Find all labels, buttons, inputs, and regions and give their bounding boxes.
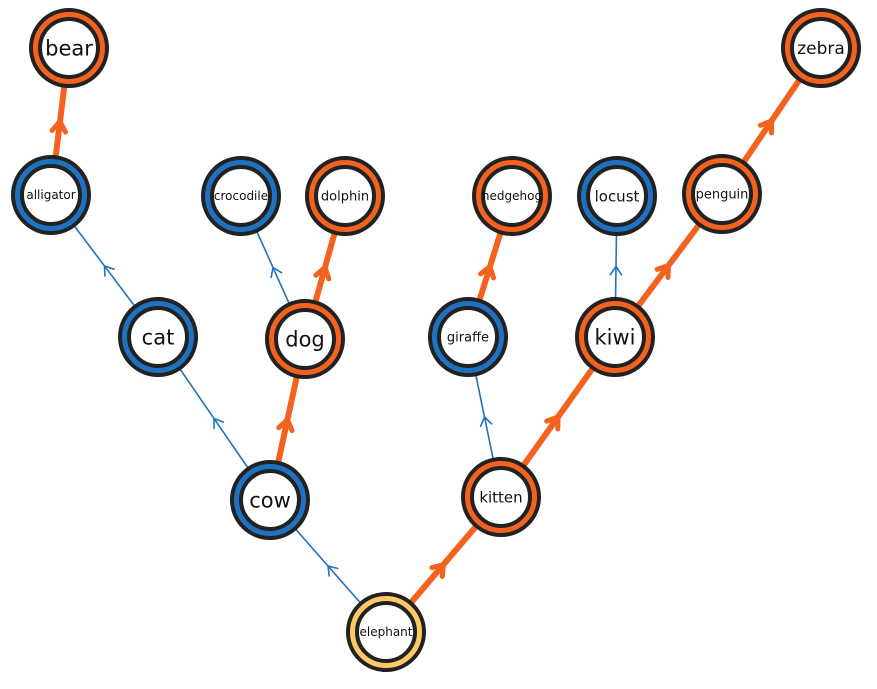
arrow-icon	[478, 264, 497, 281]
arrow-icon	[313, 265, 332, 282]
node-hedgehog[interactable]: hedgehog	[472, 156, 552, 236]
arrow-icon	[327, 565, 339, 577]
node-label: zebra	[797, 39, 845, 59]
arrow-icon	[49, 119, 69, 135]
node-giraffe[interactable]: giraffe	[428, 297, 508, 377]
arrow-icon	[270, 266, 283, 279]
node-label: cat	[142, 325, 175, 349]
node-cow[interactable]: cow	[230, 460, 310, 540]
node-label: dog	[285, 327, 325, 351]
node-label: hedgehog	[482, 189, 542, 203]
node-dog[interactable]: dog	[265, 299, 345, 379]
node-label: alligator	[26, 188, 75, 202]
node-label: locust	[595, 187, 640, 205]
node-label: kiwi	[594, 325, 635, 349]
node-cat[interactable]: cat	[118, 297, 198, 377]
node-crocodile[interactable]: crocodile	[201, 156, 281, 236]
node-zebra[interactable]: zebra	[781, 8, 861, 88]
node-dolphin[interactable]: dolphin	[305, 156, 385, 236]
node-alligator[interactable]: alligator	[11, 155, 91, 235]
arrow-icon	[544, 414, 561, 432]
node-label: penguin	[696, 188, 749, 203]
arrow-icon	[757, 118, 775, 136]
arrow-icon	[429, 562, 446, 579]
node-label: cow	[249, 488, 291, 512]
node-elephant[interactable]: elephant	[346, 592, 426, 672]
arrow-icon	[276, 417, 295, 434]
arrow-icon	[213, 417, 225, 430]
node-label: dolphin	[321, 190, 369, 205]
arrow-icon	[654, 263, 671, 280]
node-label: bear	[45, 36, 93, 60]
arrow-icon	[103, 265, 115, 277]
node-label: kitten	[479, 488, 522, 506]
arrow-icon	[609, 265, 623, 276]
node-kitten[interactable]: kitten	[461, 457, 541, 537]
node-label: elephant	[360, 625, 413, 639]
node-label: giraffe	[447, 331, 489, 346]
node-penguin[interactable]: penguin	[682, 154, 762, 234]
arrow-icon	[479, 416, 493, 428]
node-locust[interactable]: locust	[577, 156, 657, 236]
node-label: crocodile	[214, 189, 268, 203]
node-bear[interactable]: bear	[29, 8, 109, 88]
node-kiwi[interactable]: kiwi	[575, 297, 655, 377]
